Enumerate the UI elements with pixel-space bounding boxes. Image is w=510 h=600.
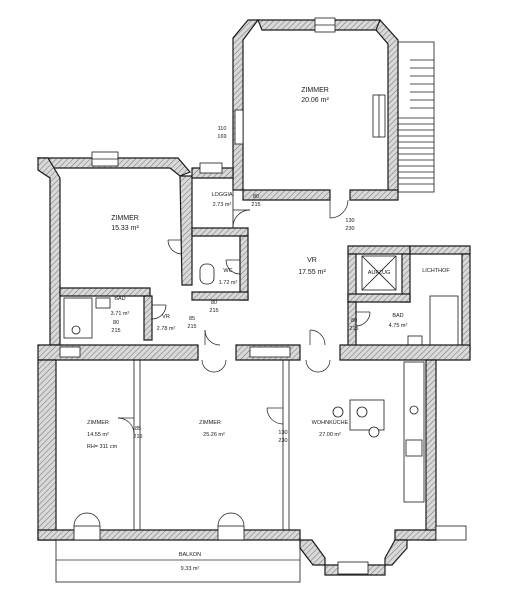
area-vr-small: 2.78 m² — [157, 326, 176, 332]
label-vr-main: VR — [307, 257, 317, 264]
label-zimmer-2: ZIMMER — [199, 420, 221, 426]
area-zimmer-left: 15.33 m² — [111, 225, 139, 232]
label-balkon: BALKON — [179, 552, 201, 558]
walls-lower — [37, 359, 437, 541]
label-loggia: LOGGIA — [211, 192, 232, 198]
dim-85-a: 85 — [189, 316, 195, 322]
area-zimmer-2: 25.26 m² — [203, 432, 225, 438]
door-balkon-1 — [73, 525, 101, 541]
dimension-labels: 130 230 80 215 80 215 85 215 80 215 85 2… — [111, 126, 358, 444]
kitchen-counter — [332, 361, 425, 503]
dim-215-c: 215 — [187, 324, 196, 330]
door-balkon-2 — [217, 525, 245, 541]
area-vr-main: 17.55 m² — [298, 269, 326, 276]
dim-110: 110 — [218, 126, 227, 132]
dim-130-b: 130 — [278, 430, 287, 436]
walls-top-room — [232, 18, 399, 201]
window-right-top — [372, 94, 386, 138]
area-wc: 1.72 m² — [219, 280, 238, 286]
dim-80-c: 80 — [351, 318, 357, 324]
doors-interior — [117, 199, 371, 435]
sink-left — [95, 297, 111, 309]
window-mid-left — [59, 346, 81, 358]
dim-215-a: 215 — [209, 308, 218, 314]
dim-85-b: 85 — [135, 426, 141, 432]
label-vr-small: VR — [162, 314, 170, 320]
area-balkon: 9.33 m² — [181, 566, 200, 572]
dim-215-f: 215 — [251, 202, 260, 208]
area-wohnkueche: 27.00 m² — [319, 432, 341, 438]
staircase — [397, 41, 435, 193]
area-loggia: 2.73 m² — [213, 202, 232, 208]
dim-215-b: 215 — [111, 328, 120, 334]
area-bad-left: 3.71 m² — [111, 311, 130, 317]
balkon-outline — [55, 539, 301, 583]
window-top-left — [234, 109, 244, 145]
door-balkon-3 — [435, 525, 467, 541]
label-zimmer-top: ZIMMER — [301, 87, 329, 94]
room-labels: ZIMMER 20.06 m² ZIMMER 15.33 m² LOGGIA 2… — [87, 87, 451, 572]
dim-80-a: 80 — [211, 300, 217, 306]
height-zimmer-1: RH= 311 cm — [87, 444, 118, 450]
walls-bad-right — [347, 301, 357, 347]
label-wohnkueche: WOHNKÜCHE — [312, 419, 349, 426]
window-mid-center — [249, 346, 291, 358]
area-bad-right: 4.75 m² — [389, 323, 408, 329]
label-aufzug: AUFZUG — [368, 270, 391, 276]
walls-wc — [191, 227, 249, 301]
window-bay — [337, 561, 369, 575]
area-zimmer-1: 14.55 m² — [87, 432, 109, 438]
dim-80-d: 80 — [253, 194, 259, 200]
walls-bad-left — [59, 287, 153, 341]
dim-215-d: 215 — [349, 326, 358, 332]
walls-left-room — [36, 157, 193, 346]
label-wc: WC — [223, 268, 232, 274]
label-bad-right: BAD — [392, 313, 403, 319]
wc-toilet — [199, 263, 215, 285]
dim-215-e: 215 — [133, 434, 142, 440]
dim-169: 169 — [217, 134, 226, 140]
bathtub-right — [429, 295, 459, 347]
dim-230-b: 230 — [278, 438, 287, 444]
walls-aufzug — [347, 245, 411, 303]
label-zimmer-left: ZIMMER — [111, 215, 139, 222]
dim-230-a: 230 — [345, 226, 354, 232]
dim-130-a: 130 — [345, 218, 354, 224]
walls-loggia — [191, 167, 234, 229]
label-bad-left: BAD — [114, 296, 125, 302]
area-zimmer-top: 20.06 m² — [301, 97, 329, 104]
dim-80-b: 80 — [113, 320, 119, 326]
label-zimmer-1: ZIMMER — [87, 420, 109, 426]
label-lichthof: LICHTHOF — [422, 268, 450, 274]
window-loggia — [199, 162, 223, 174]
